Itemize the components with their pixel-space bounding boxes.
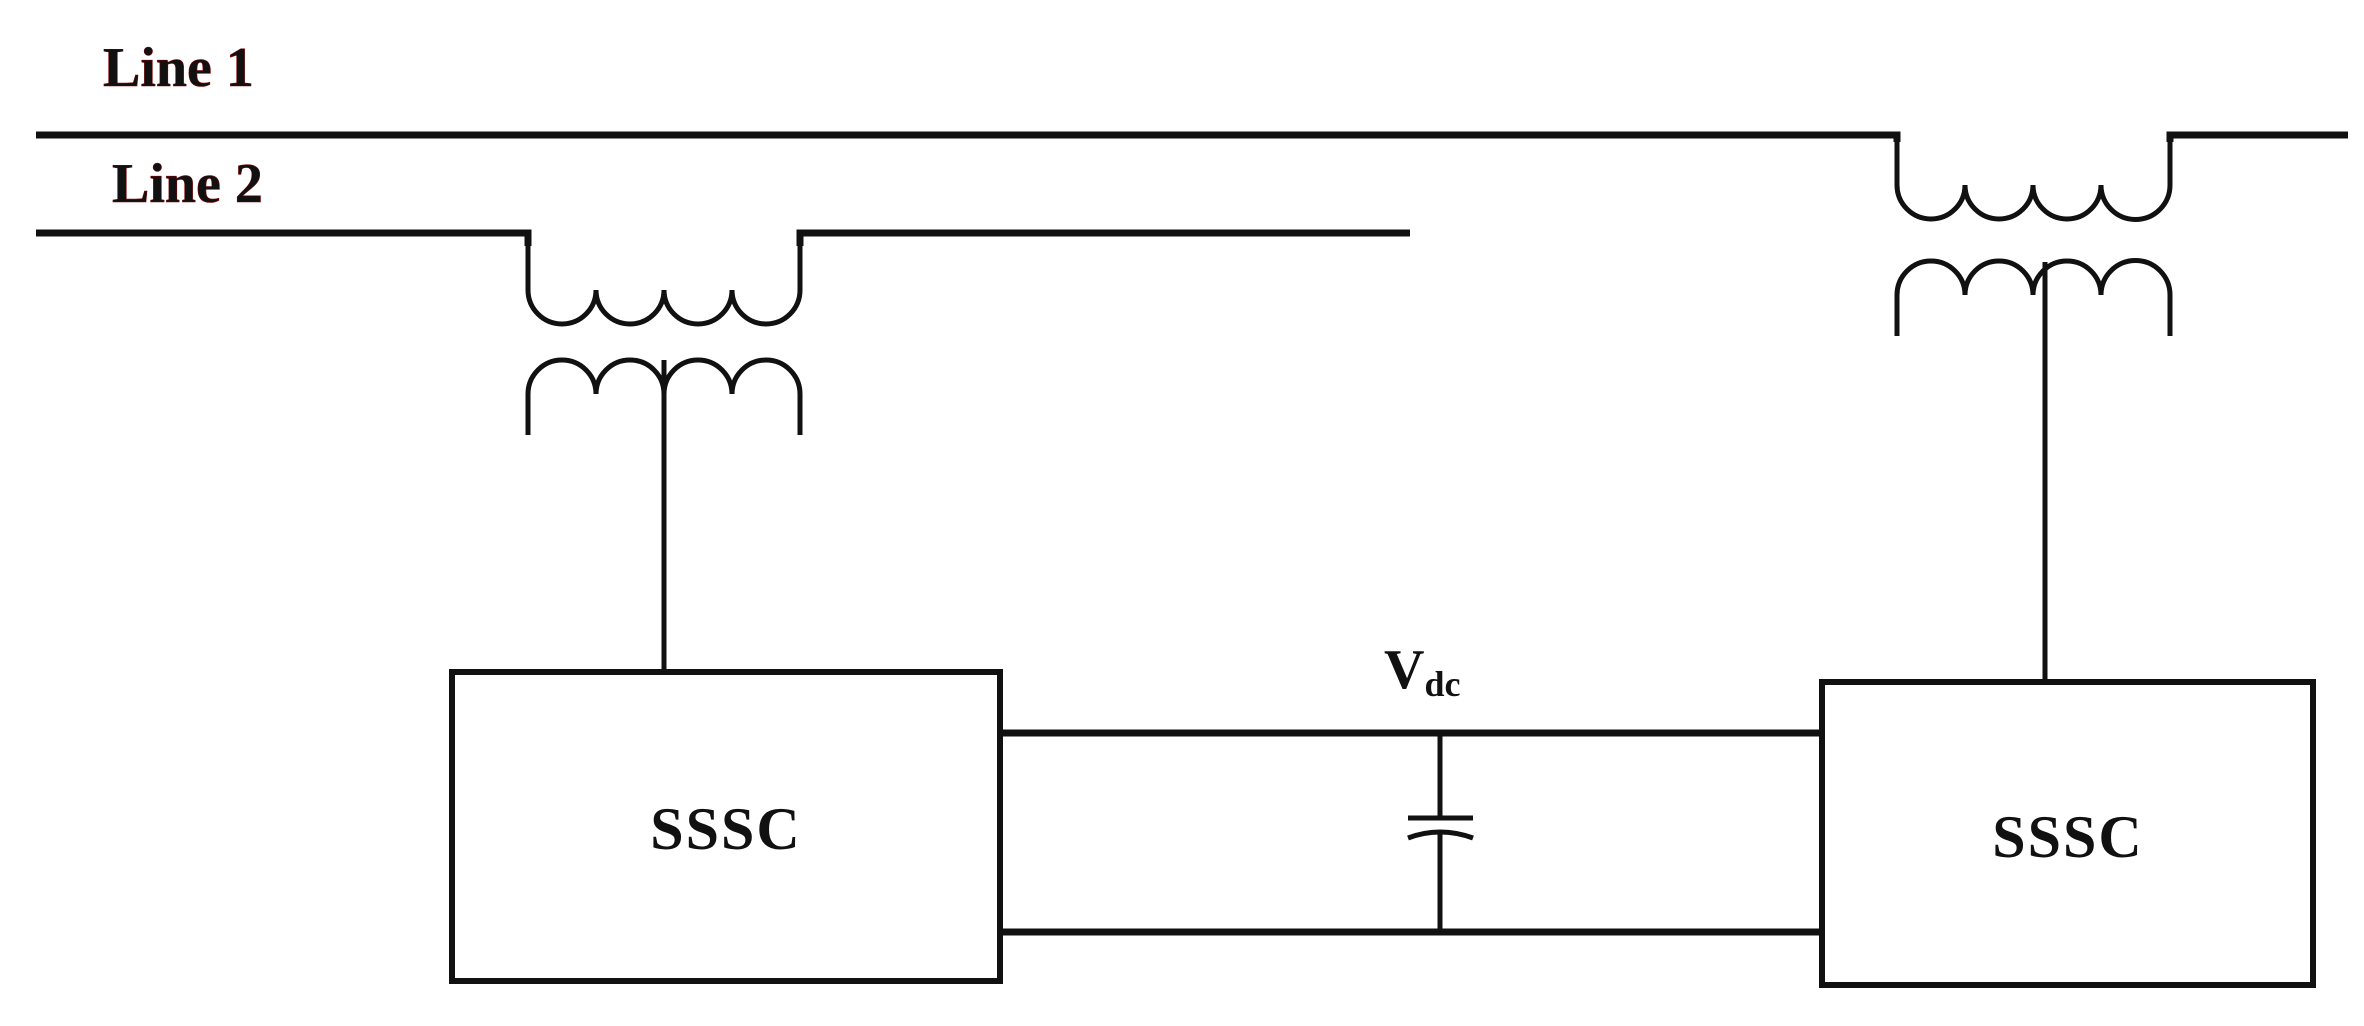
line-1-conductor (36, 131, 2348, 142)
right-sssc-label: SSSC (1992, 804, 2143, 870)
line-2-label: Line 2 (112, 153, 263, 215)
left-transformer-primary (525, 246, 803, 327)
vdc-symbol: V (1384, 639, 1424, 701)
right-transformer-primary (1894, 142, 2173, 222)
dc-capacitor (1407, 733, 1474, 932)
line-1-label: Line 1 (103, 37, 254, 99)
vdc-label: Vdc (1384, 639, 1460, 704)
right-sssc-box (1819, 679, 2316, 988)
left-sssc-box (449, 669, 1003, 984)
line-2-conductor (36, 229, 1410, 246)
right-transformer-secondary (1894, 258, 2173, 336)
vdc-subscript: dc (1424, 664, 1460, 704)
left-sssc-label: SSSC (650, 796, 801, 862)
